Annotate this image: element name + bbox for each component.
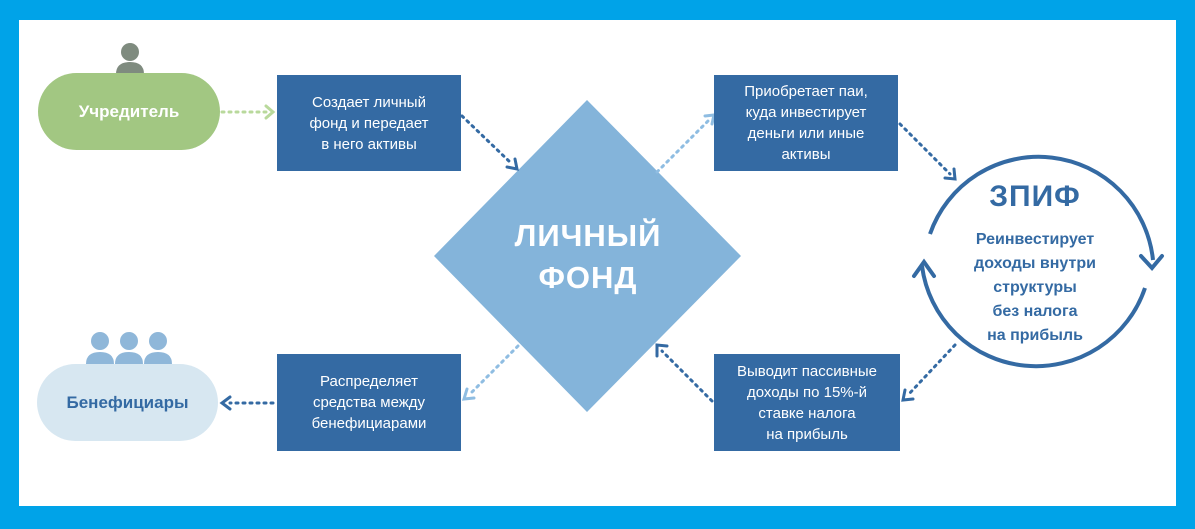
- distribute-box: Распределяет средства между бенефициарам…: [277, 354, 461, 451]
- zpif-cycle-arrowhead-right: [1139, 254, 1164, 272]
- arrow-buy-to-zpif: [898, 122, 957, 181]
- zpif-cycle-arrowhead-left: [912, 258, 936, 278]
- distribute-text: Распределяет средства между бенефициарам…: [311, 373, 427, 432]
- withdraw-income-text: Выводит пассивные доходы по 15%-й ставке…: [737, 362, 877, 443]
- founder-pill: Учредитель: [38, 73, 220, 150]
- arrow-distribute-to-beneficiaries: [219, 395, 275, 411]
- founder-person-icon: [116, 43, 144, 74]
- beneficiaries-label: Бенефициары: [66, 392, 189, 412]
- zpif-cycle-circle: [920, 154, 1155, 369]
- arrow-diamond-to-buy: [655, 113, 716, 174]
- buy-units-box: Приобретает паи, куда инвестирует деньги…: [714, 75, 898, 171]
- beneficiaries-group-icon: [86, 332, 172, 364]
- arrow-founder-to-box: [220, 104, 276, 120]
- arrow-create-to-diamond: [460, 114, 519, 171]
- withdraw-income-box: Выводит пассивные доходы по 15%-й ставке…: [714, 354, 900, 451]
- personal-fund-diamond: [434, 100, 741, 412]
- buy-units-text: Приобретает паи, куда инвестирует деньги…: [744, 83, 868, 163]
- founder-label: Учредитель: [78, 101, 180, 121]
- arrow-withdraw-to-diamond: [655, 343, 714, 403]
- zpif-title: ЗПИФ: [989, 180, 1081, 213]
- beneficiaries-pill: Бенефициары: [37, 364, 218, 441]
- arrow-zpif-to-withdraw: [901, 343, 957, 402]
- zpif-description: Реинвестирует доходы внутри структуры бе…: [974, 231, 1096, 344]
- arrow-diamond-to-distribute: [461, 344, 520, 401]
- create-fund-text: Создает личный фонд и передает в него ак…: [309, 93, 429, 153]
- personal-fund-label: ЛИЧНЫЙ ФОНД: [514, 218, 662, 295]
- create-fund-box: Создает личный фонд и передает в него ак…: [277, 75, 461, 171]
